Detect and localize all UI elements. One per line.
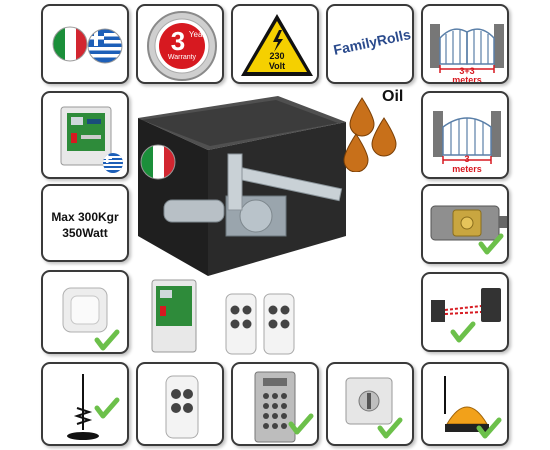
single-gate-icon bbox=[433, 111, 501, 164]
warning-lamp-icon bbox=[444, 376, 502, 439]
antenna-tile bbox=[41, 362, 129, 446]
key-switch-tile bbox=[326, 362, 414, 446]
brand-logo-text: FamilyRolls bbox=[331, 26, 413, 58]
greece-flag-icon bbox=[103, 153, 123, 173]
operator-product-photo bbox=[138, 96, 346, 276]
oil-label: Oil bbox=[382, 88, 404, 105]
spec-power: 350Watt bbox=[62, 226, 108, 240]
voltage-tile: 230 Volt bbox=[231, 4, 319, 84]
brand-tile: FamilyRolls bbox=[326, 4, 414, 84]
control-board-tile bbox=[41, 91, 129, 179]
warranty-word: Warranty bbox=[167, 54, 197, 61]
spec-max-weight: Max 300Kgr bbox=[51, 210, 119, 224]
flags-tile bbox=[41, 4, 129, 84]
check-icon bbox=[476, 417, 502, 439]
check-icon bbox=[377, 417, 403, 439]
check-icon bbox=[478, 233, 504, 255]
single-gate-tile: 3 meters bbox=[421, 91, 509, 179]
warranty-number: 3 bbox=[170, 26, 186, 56]
included-kit bbox=[146, 276, 306, 356]
warranty-year-label: Year bbox=[188, 30, 206, 39]
keypad-tile bbox=[231, 362, 319, 446]
single-gate-unit: meters bbox=[452, 164, 482, 174]
double-gate-measure: 3+3 bbox=[459, 66, 475, 76]
wall-push-button-icon bbox=[62, 287, 120, 351]
flags-graphic bbox=[52, 26, 123, 64]
high-voltage-icon bbox=[241, 14, 313, 76]
voltage-unit: Volt bbox=[268, 61, 286, 71]
key-switch-icon bbox=[345, 377, 403, 439]
antenna-icon bbox=[67, 374, 120, 440]
check-icon bbox=[450, 321, 476, 343]
warning-lamp-tile bbox=[421, 362, 509, 446]
oil-drops bbox=[340, 92, 406, 173]
single-gate-measure: 3 bbox=[464, 154, 470, 164]
voltage-value: 230 bbox=[269, 51, 285, 61]
double-gate-tile: 3+3 meters bbox=[421, 4, 509, 84]
specs-tile: Max 300Kgr 350Watt bbox=[41, 184, 129, 262]
kit-board-remotes-icon bbox=[151, 279, 295, 355]
photocell-sensors-icon bbox=[431, 288, 501, 343]
italy-flag-icon bbox=[140, 144, 176, 180]
remote-tile bbox=[136, 362, 224, 446]
electric-lock-icon bbox=[430, 205, 507, 255]
keypad-icon bbox=[254, 371, 314, 443]
check-icon bbox=[94, 329, 120, 351]
control-board-icon bbox=[60, 106, 123, 173]
double-gate-unit: meters bbox=[452, 75, 482, 84]
remote-control-icon bbox=[165, 375, 199, 439]
italy-flag-icon bbox=[53, 27, 87, 61]
check-icon bbox=[94, 397, 120, 419]
wall-button-tile bbox=[41, 270, 129, 354]
warranty-tile: 3 Year Warranty bbox=[136, 4, 224, 84]
check-icon bbox=[288, 413, 314, 435]
underground-motor-icon bbox=[138, 96, 346, 276]
electric-lock-tile bbox=[421, 184, 509, 264]
warranty-badge-icon bbox=[147, 11, 217, 81]
photocell-tile bbox=[421, 272, 509, 352]
double-gate-icon bbox=[430, 24, 504, 73]
oil-drops-icon bbox=[343, 97, 397, 173]
